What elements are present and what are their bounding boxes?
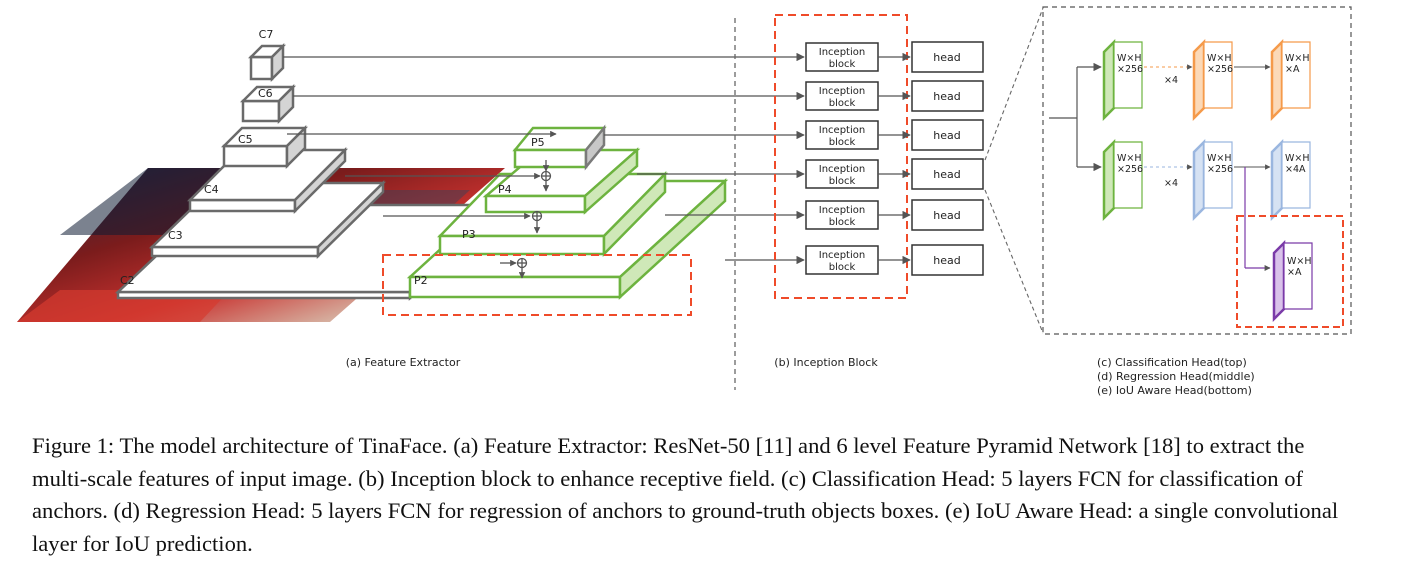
svg-text:head: head: [933, 209, 960, 222]
svg-text:head: head: [933, 168, 960, 181]
head-detail-panel: W×H ×256 ×4 W×H ×256 W×H ×A: [1042, 6, 1352, 335]
c5-layer: [220, 124, 309, 170]
svg-text:Inception: Inception: [819, 205, 865, 216]
panel-label-b: (b) Inception Block: [774, 356, 878, 369]
svg-text:W×H: W×H: [1207, 53, 1232, 64]
architecture-diagram: C7 C6 C5 C4 C3 C2: [17, 6, 1352, 397]
label-p2: P2: [414, 274, 428, 287]
svg-text:W×H: W×H: [1117, 153, 1142, 164]
svg-text:block: block: [829, 59, 856, 70]
svg-text:×A: ×A: [1285, 64, 1300, 75]
feature-lines: [283, 52, 805, 265]
svg-text:W×H: W×H: [1285, 53, 1310, 64]
svg-text:Inception: Inception: [819, 47, 865, 58]
inception-to-head-arrows: [878, 52, 911, 265]
svg-text:W×H: W×H: [1287, 256, 1312, 267]
inception-column: Inception block Inception block Inceptio…: [774, 14, 984, 299]
svg-text:Inception: Inception: [819, 250, 865, 261]
inception-block: Inception block: [805, 120, 879, 150]
iou-highlight-box: [1236, 215, 1344, 328]
inception-highlight-box: [774, 14, 908, 299]
label-p5: P5: [531, 136, 545, 149]
inception-block: Inception block: [805, 42, 879, 72]
svg-text:×256: ×256: [1117, 164, 1143, 175]
label-c6: C6: [258, 87, 273, 100]
head-split: [1049, 62, 1102, 172]
label-c4: C4: [204, 183, 219, 196]
head-box: head: [911, 244, 984, 276]
label-c5: C5: [238, 133, 253, 146]
iou-branch: W×H ×A: [1236, 167, 1344, 328]
label-p3: P3: [462, 228, 476, 241]
panel-label-e: (e) IoU Aware Head(bottom): [1097, 384, 1252, 397]
fpn-pyramid: [406, 124, 729, 300]
inception-block: Inception block: [805, 245, 879, 275]
head-box: head: [911, 80, 984, 112]
zoom-lines: [984, 7, 1044, 334]
panel-label-c: (c) Classification Head(top): [1097, 356, 1247, 369]
repeat-label: ×4: [1164, 178, 1178, 189]
head-box: head: [911, 199, 984, 231]
svg-text:block: block: [829, 217, 856, 228]
feature-map-blue: [1192, 138, 1233, 222]
label-c3: C3: [168, 229, 183, 242]
fpn-connectors: [287, 130, 557, 279]
svg-text:block: block: [829, 262, 856, 273]
svg-text:head: head: [933, 129, 960, 142]
regression-branch: W×H ×256 ×4 W×H ×256 W×H ×4A: [1102, 138, 1311, 222]
head-box: head: [911, 119, 984, 151]
feature-map-orange: [1192, 38, 1233, 122]
svg-text:Inception: Inception: [819, 164, 865, 175]
label-c7: C7: [259, 28, 274, 41]
classification-branch: W×H ×256 ×4 W×H ×256 W×H ×A: [1102, 38, 1311, 122]
svg-text:block: block: [829, 176, 856, 187]
label-p4: P4: [498, 183, 512, 196]
svg-text:block: block: [829, 98, 856, 109]
c6-layer: [239, 83, 297, 125]
svg-text:head: head: [933, 90, 960, 103]
head-box: head: [911, 41, 984, 73]
inception-block: Inception block: [805, 81, 879, 111]
svg-text:W×H: W×H: [1117, 53, 1142, 64]
c7-layer: [247, 42, 287, 83]
p2-highlight-box: [382, 254, 692, 316]
feature-map-orange-out: [1270, 38, 1311, 122]
panel-label-d: (d) Regression Head(middle): [1097, 370, 1255, 383]
svg-text:×256: ×256: [1207, 64, 1233, 75]
svg-text:head: head: [933, 254, 960, 267]
svg-text:block: block: [829, 137, 856, 148]
svg-text:head: head: [933, 51, 960, 64]
inception-block: Inception block: [805, 159, 879, 189]
inception-block: Inception block: [805, 200, 879, 230]
feature-map-green: [1102, 38, 1143, 122]
label-c2: C2: [120, 274, 135, 287]
svg-text:×256: ×256: [1207, 164, 1233, 175]
feature-map-purple: [1272, 239, 1313, 323]
svg-text:W×H: W×H: [1207, 153, 1232, 164]
p4-layer: [482, 147, 641, 215]
repeat-label: ×4: [1164, 75, 1178, 86]
feature-map-green: [1102, 138, 1143, 222]
head-detail-frame: [1042, 6, 1352, 335]
svg-text:×A: ×A: [1287, 267, 1302, 278]
feature-map-blue-out: [1270, 138, 1311, 222]
svg-text:Inception: Inception: [819, 125, 865, 136]
figure-caption: Figure 1: The model architecture of Tina…: [32, 433, 1339, 556]
svg-text:×256: ×256: [1117, 64, 1143, 75]
panel-label-a: (a) Feature Extractor: [346, 356, 461, 369]
svg-text:×4A: ×4A: [1285, 164, 1306, 175]
head-box: head: [911, 158, 984, 190]
svg-text:Inception: Inception: [819, 86, 865, 97]
svg-text:W×H: W×H: [1285, 153, 1310, 164]
feature-extractor: C7 C6 C5 C4 C3 C2: [17, 28, 729, 322]
